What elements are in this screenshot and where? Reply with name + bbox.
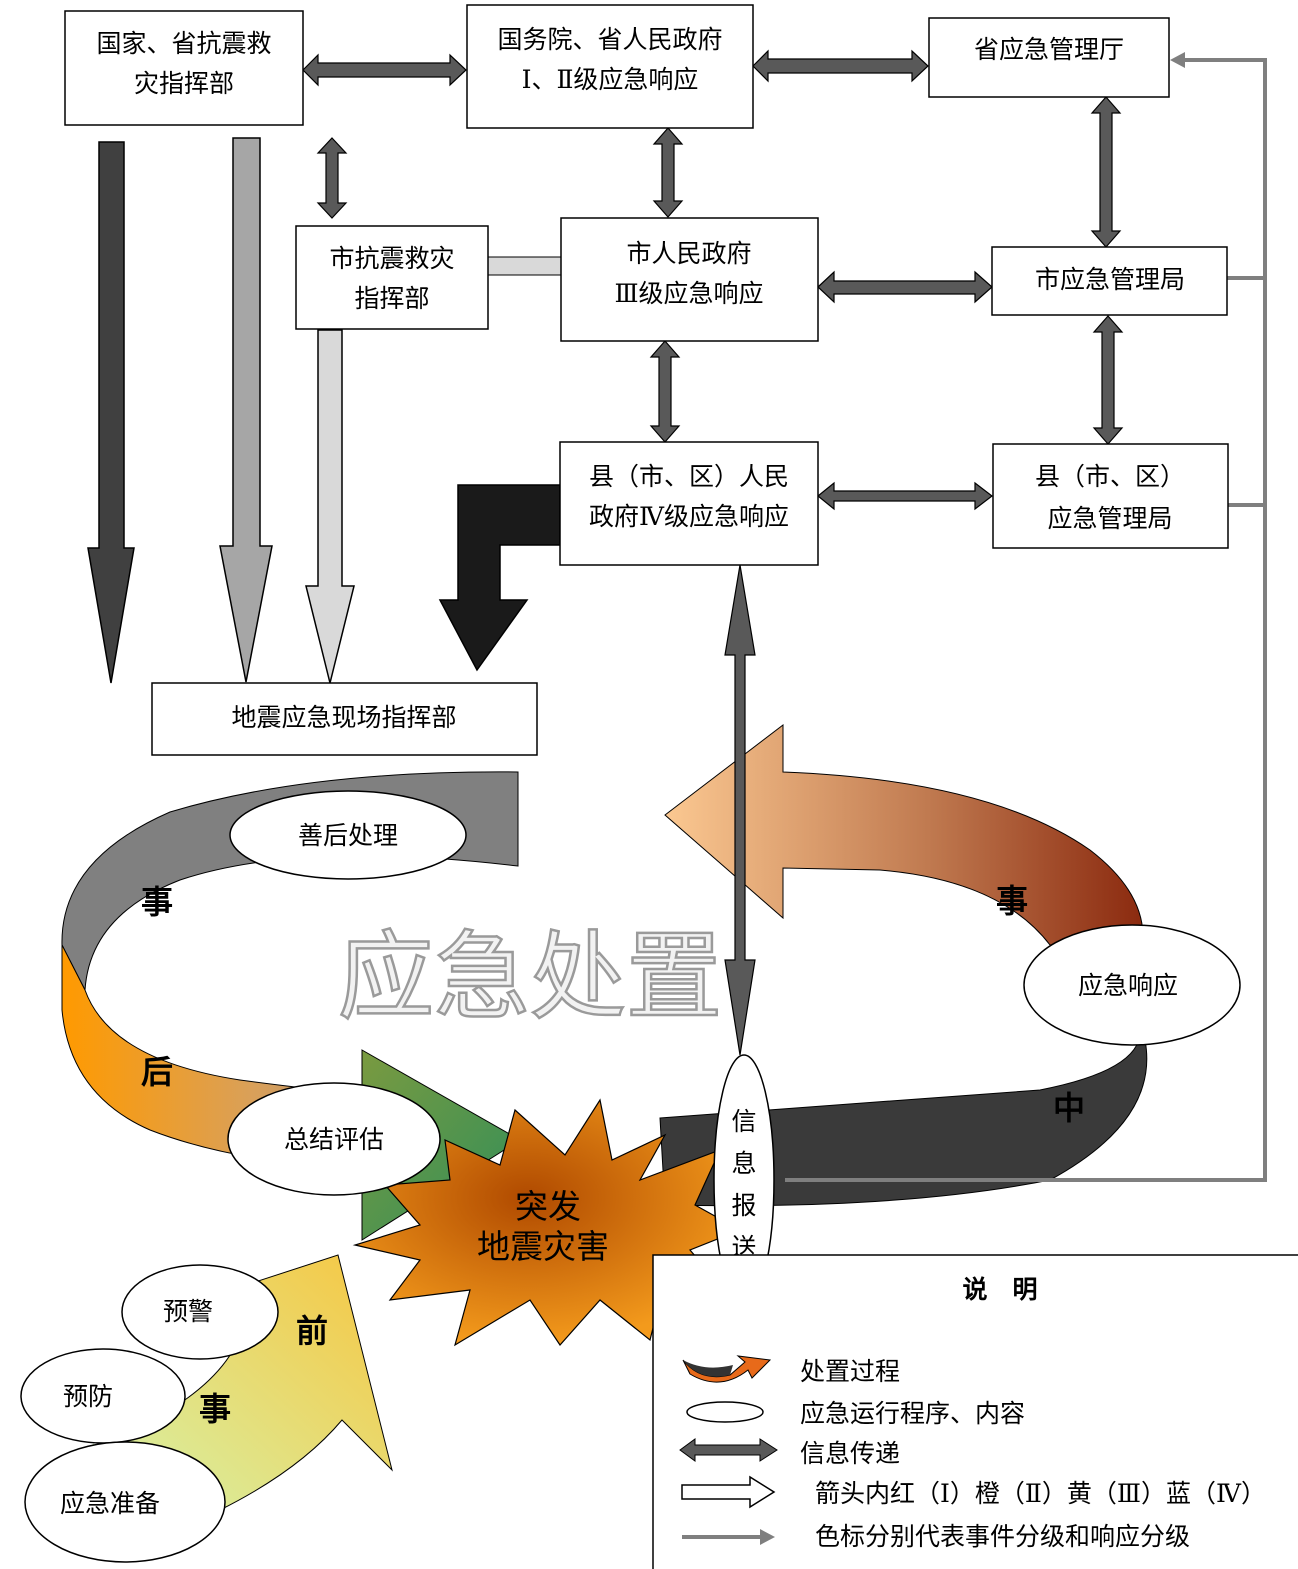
- field-hq-label: 地震应急现场指挥部: [231, 703, 456, 732]
- ellipse-preparation: [24, 1441, 226, 1563]
- info-report-arrow: [724, 564, 756, 1056]
- during-band-dark: [659, 1029, 1148, 1207]
- double-arrow-national-council: [302, 53, 467, 87]
- level4-arrow: [438, 484, 561, 672]
- phase-after-char1: 事: [141, 883, 173, 921]
- city-gov-line2: Ⅲ级应急响应: [614, 279, 763, 308]
- national-hq-line2: 灾指挥部: [134, 69, 234, 98]
- legend-item-process: 处置过程: [800, 1357, 900, 1386]
- legend-level-arrow-icon: [681, 1475, 776, 1509]
- city-gov-line1: 市人民政府: [626, 239, 751, 268]
- legend-process-icon-dark: [683, 1360, 733, 1377]
- level2-arrow: [219, 137, 273, 683]
- legend-ellipse-icon: [686, 1401, 764, 1423]
- level1-arrow: [87, 141, 135, 684]
- double-arrow-citygov-citybureau: [817, 270, 993, 304]
- county-bureau-line2: 应急管理局: [1047, 504, 1172, 533]
- ellipse-summary: [227, 1082, 441, 1196]
- state-council-line2: Ⅰ、Ⅱ级应急响应: [522, 65, 699, 94]
- box-county-government: [559, 441, 819, 566]
- double-arrow-national-cityhq: [316, 137, 348, 219]
- legend-gray-arrow-icon: [682, 1529, 775, 1545]
- info-report-char2: 息: [731, 1149, 756, 1178]
- during-arrow: [664, 723, 1144, 946]
- ellipse-aftermath: [229, 790, 467, 880]
- box-city-bureau: [991, 246, 1228, 316]
- disaster-starburst: [352, 1098, 742, 1347]
- double-arrow-citygov-countygov: [649, 340, 681, 443]
- aftermath-label: 善后处理: [298, 821, 398, 850]
- hq-connector: [487, 256, 562, 276]
- phase-during-char1: 事: [996, 882, 1028, 920]
- box-field-hq: [151, 682, 538, 756]
- info-report-char1: 信: [731, 1107, 756, 1136]
- legend-item-levels: 色标分别代表事件分级和响应分级: [815, 1522, 1190, 1551]
- summary-label: 总结评估: [284, 1125, 384, 1154]
- disaster-line2: 地震灾害: [477, 1227, 609, 1266]
- county-bureau-line1: 县（市、区）: [1035, 462, 1185, 491]
- city-bureau-label: 市应急管理局: [1035, 265, 1185, 294]
- phase-after-char2: 后: [141, 1053, 173, 1091]
- ellipse-response: [1023, 924, 1241, 1046]
- legend-info-arrow-icon: [679, 1438, 778, 1462]
- prevention-label: 预防: [63, 1382, 113, 1411]
- legend-frame: [652, 1254, 1298, 1569]
- phase-during-char2: 中: [1053, 1089, 1085, 1127]
- ellipse-warning: [121, 1264, 279, 1360]
- phase-before-char2: 事: [199, 1390, 231, 1428]
- double-arrow-council-province: [752, 49, 929, 83]
- state-council-line1: 国务院、省人民政府: [497, 25, 722, 54]
- double-arrow-countygov-countybureau: [817, 481, 993, 511]
- city-hq-line2: 指挥部: [354, 284, 429, 313]
- box-state-council: [466, 4, 754, 129]
- county-gov-line1: 县（市、区）人民: [589, 462, 789, 491]
- provincial-bureau-label: 省应急管理厅: [974, 35, 1124, 64]
- box-county-bureau: [992, 443, 1229, 549]
- legend-item-ellipse: 应急运行程序、内容: [800, 1399, 1025, 1428]
- level3-arrow: [305, 329, 355, 684]
- phase-before-char1: 前: [296, 1312, 328, 1350]
- box-city-hq: [295, 225, 489, 330]
- city-hq-line1: 市抗震救灾: [329, 244, 454, 273]
- warning-label: 预警: [163, 1297, 213, 1326]
- legend-item-info: 信息传递: [800, 1439, 900, 1468]
- double-arrow-province-citybureau: [1090, 96, 1122, 248]
- response-label: 应急响应: [1078, 971, 1178, 1000]
- national-hq-line1: 国家、省抗震救: [96, 29, 271, 58]
- box-city-government: [560, 217, 819, 342]
- legend-title: 说 明: [962, 1275, 1037, 1304]
- box-provincial-bureau: [928, 17, 1170, 98]
- double-arrow-council-citygov: [652, 127, 684, 218]
- county-gov-line2: 政府Ⅳ级应急响应: [589, 502, 789, 531]
- center-title: 应急处置: [338, 921, 722, 1033]
- preparation-label: 应急准备: [60, 1489, 160, 1518]
- info-report-char3: 报: [731, 1191, 756, 1220]
- double-arrow-citybureau-countybureau: [1092, 315, 1124, 445]
- box-national-hq: [64, 10, 304, 126]
- disaster-line1: 突发: [515, 1187, 581, 1226]
- legend-item-colors: 箭头内红（Ⅰ）橙（Ⅱ）黄（Ⅲ）蓝（Ⅳ）: [815, 1479, 1266, 1508]
